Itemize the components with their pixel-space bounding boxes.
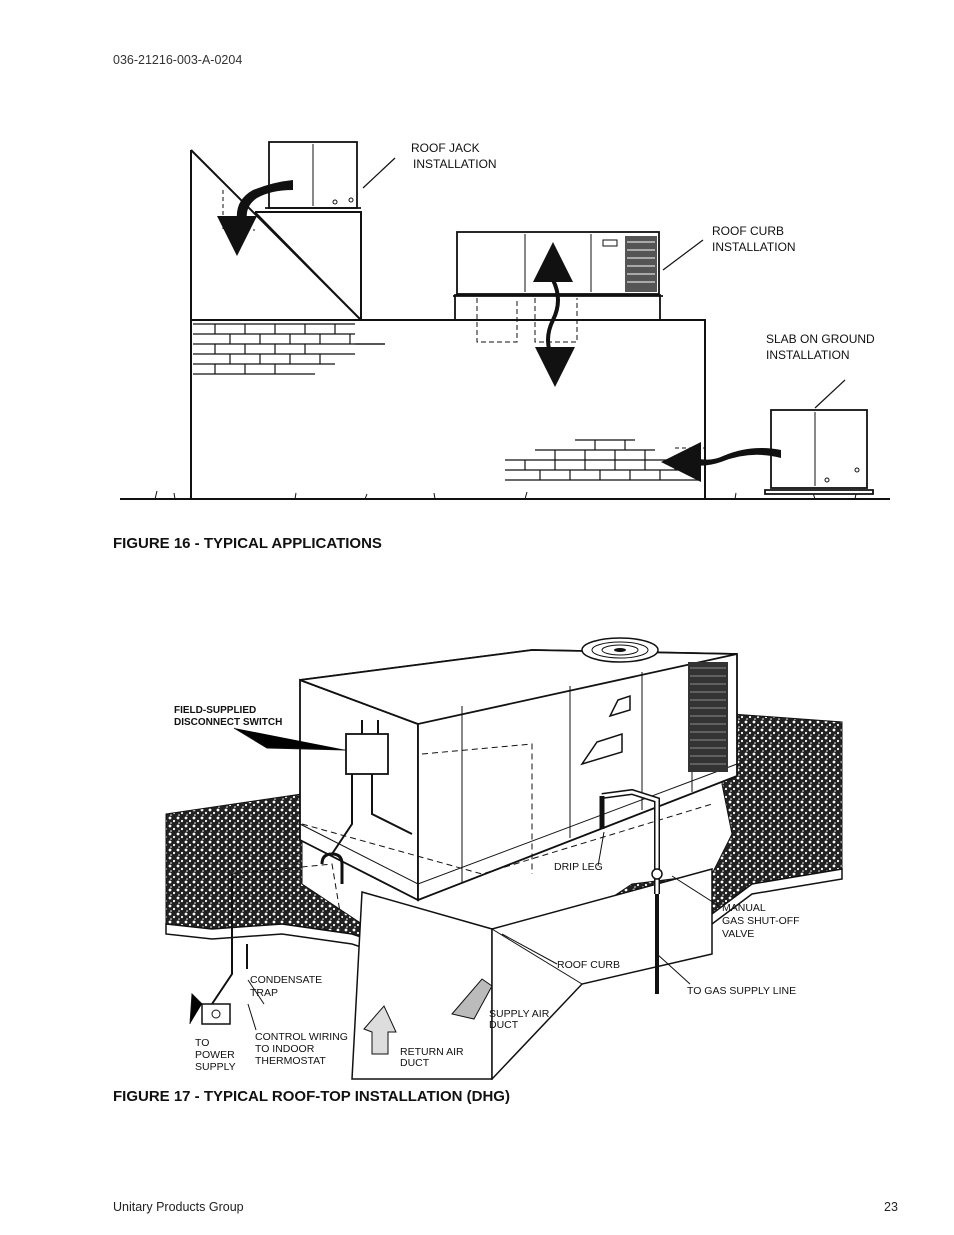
label-to-indoor: TO INDOOR <box>255 1043 315 1055</box>
label-thermostat: THERMOSTAT <box>255 1055 326 1067</box>
figure-17-caption: FIGURE 17 - TYPICAL ROOF-TOP INSTALLATIO… <box>113 1088 510 1105</box>
label-return-air: RETURN AIR <box>400 1046 464 1058</box>
label-roof-curb: ROOF CURB <box>557 959 620 971</box>
footer-company: Unitary Products Group <box>113 1200 244 1214</box>
label-gas-shut-off: GAS SHUT-OFF <box>722 915 800 927</box>
label-to: TO <box>195 1037 209 1049</box>
label-return-duct: DUCT <box>400 1057 430 1069</box>
label-roof-jack: ROOF JACK <box>411 141 480 155</box>
label-manual: MANUAL <box>722 902 766 914</box>
label-roof-curb: ROOF CURB <box>712 224 784 238</box>
label-valve: VALVE <box>722 928 754 940</box>
figure-16-illustration: ROOF JACK INSTALLATION ROOF CURB INSTALL… <box>115 130 893 510</box>
footer-page-number: 23 <box>884 1200 898 1214</box>
label-slab-on-ground: SLAB ON GROUND <box>766 332 875 346</box>
label-roof-jack-installation: INSTALLATION <box>413 157 497 171</box>
label-supply-air: SUPPLY AIR <box>489 1008 550 1020</box>
document-number: 036-21216-003-A-0204 <box>113 53 243 67</box>
label-trap: TRAP <box>250 987 278 999</box>
figure-17-illustration: FIELD-SUPPLIED DISCONNECT SWITCH DRIP LE… <box>152 624 852 1080</box>
label-power: POWER <box>195 1049 235 1061</box>
label-slab-installation: INSTALLATION <box>766 348 850 362</box>
label-control-wiring: CONTROL WIRING <box>255 1031 348 1043</box>
label-supply: SUPPLY <box>195 1061 236 1073</box>
label-supply-duct: DUCT <box>489 1019 519 1031</box>
label-field-supplied: FIELD-SUPPLIED <box>174 705 256 716</box>
label-disconnect-switch: DISCONNECT SWITCH <box>174 717 282 728</box>
figure-16-caption: FIGURE 16 - TYPICAL APPLICATIONS <box>113 535 382 552</box>
label-drip-leg: DRIP LEG <box>554 861 603 873</box>
label-roof-curb-installation: INSTALLATION <box>712 240 796 254</box>
label-condensate: CONDENSATE <box>250 974 322 986</box>
label-gas-supply-line: TO GAS SUPPLY LINE <box>687 985 796 997</box>
